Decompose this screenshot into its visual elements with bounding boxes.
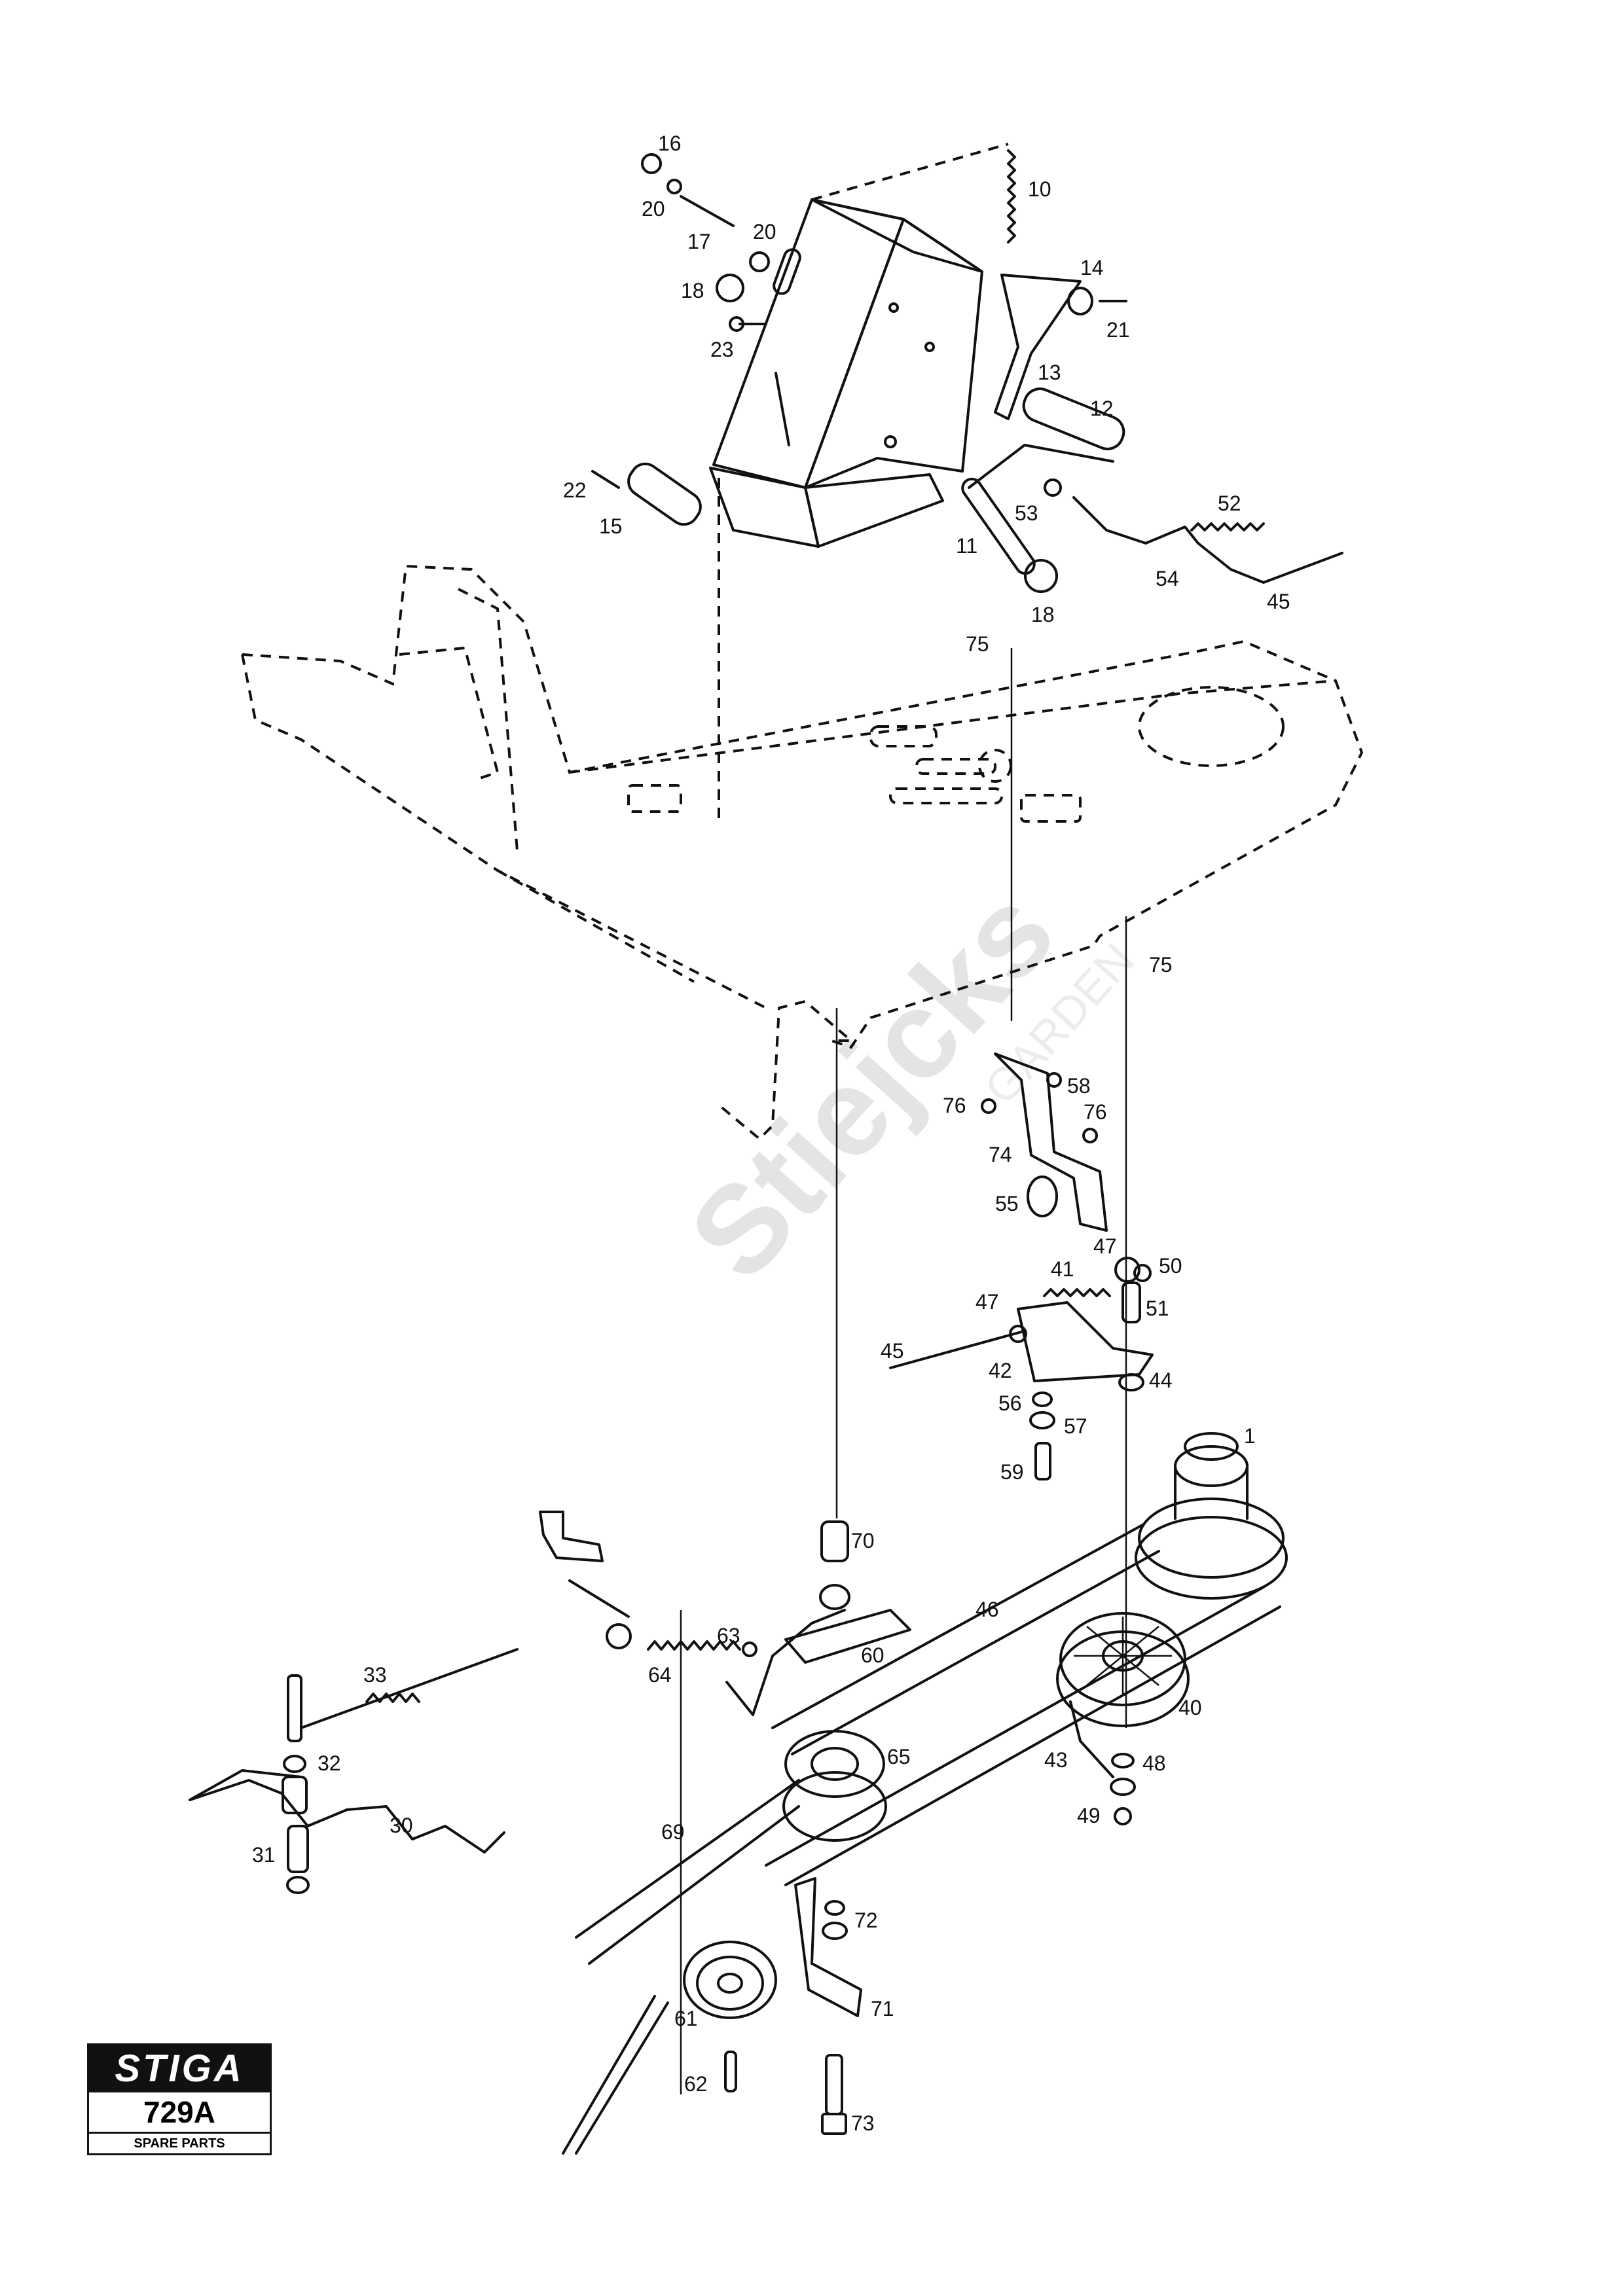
part-label-58: 58 [1067,1074,1091,1098]
pedal-arm [994,274,1127,420]
part-label-45b: 45 [881,1339,904,1363]
part-label-76b: 76 [1084,1100,1107,1124]
part-label-14: 14 [1080,256,1104,279]
part-label-76a: 76 [943,1094,966,1117]
stiga-logo-block: STIGA 729A SPARE PARTS [87,2043,272,2155]
part-label-62: 62 [684,2072,708,2096]
part-label-1: 1 [1244,1424,1256,1448]
part-label-18a: 18 [681,279,704,302]
part-label-56: 56 [998,1391,1022,1415]
part-label-40: 40 [1178,1696,1202,1719]
spring-64 [539,1511,741,1651]
part-label-17: 17 [687,230,711,253]
part-label-50: 50 [1159,1254,1182,1278]
drive-belts [562,1524,1281,2155]
part-labels: 16 20 17 20 18 23 10 14 21 13 12 22 15 1… [252,132,1290,2135]
spring-10 [1007,149,1016,243]
part-label-72: 72 [854,1909,878,1932]
part-label-12: 12 [1090,397,1114,420]
pulley-40 [1056,1612,1190,1727]
part-label-21: 21 [1106,318,1130,342]
part-label-75b: 75 [1149,953,1173,977]
part-label-54: 54 [1156,567,1179,590]
part-label-65: 65 [887,1745,911,1768]
part-label-49: 49 [1077,1804,1101,1827]
part-label-53: 53 [1015,501,1038,525]
part-label-43: 43 [1044,1748,1068,1772]
model-number: 729A [89,2092,270,2134]
part-label-32: 32 [318,1751,341,1775]
pulley-65 [782,1730,887,1842]
shaft-15 [591,462,702,526]
brand-logo: STIGA [89,2045,270,2092]
rod-11 [961,477,1058,593]
part-label-20b: 20 [753,220,776,243]
part-label-70: 70 [851,1529,875,1552]
part-label-18b: 18 [1031,603,1055,626]
part-label-16: 16 [658,132,682,155]
spring-52 [1190,522,1265,531]
tube-12-linkage [968,387,1343,584]
pulley-61 [683,1941,777,2092]
part-label-45a: 45 [1267,590,1290,613]
bracket-71 [794,1877,862,2135]
part-label-51: 51 [1146,1297,1169,1320]
part-label-47a: 47 [1093,1234,1117,1258]
part-label-52: 52 [1218,492,1241,515]
part-label-57: 57 [1064,1414,1087,1438]
plate-42 [889,1257,1154,1382]
bracket-74 [981,1052,1108,1232]
part-label-20a: 20 [642,197,665,221]
part-label-69: 69 [661,1820,685,1844]
part-label-15: 15 [599,514,623,538]
column-housing [709,143,1009,548]
spare-parts-caption: SPARE PARTS [134,2136,225,2151]
part-label-44: 44 [1149,1369,1173,1392]
part-label-63: 63 [717,1624,740,1647]
part-label-60: 60 [861,1643,884,1667]
tensioner-60 [725,1520,911,1716]
washer-stack [1029,1373,1144,1480]
part-label-48: 48 [1142,1751,1166,1775]
pulley-1 [1135,1432,1288,1600]
part-label-64: 64 [648,1663,672,1687]
chassis-frame [241,564,1364,1141]
part-label-23: 23 [710,338,734,361]
part-label-41: 41 [1051,1257,1074,1281]
part-label-22: 22 [563,478,587,502]
part-label-61: 61 [674,2007,698,2030]
part-label-30: 30 [390,1814,413,1837]
part-label-33: 33 [363,1663,387,1687]
part-label-46: 46 [976,1598,999,1621]
lever-30 [189,1648,519,1894]
part-label-42: 42 [989,1359,1012,1382]
arm-43 [1069,1700,1136,1825]
part-label-10: 10 [1028,177,1051,201]
part-label-75a: 75 [966,632,989,656]
part-label-55: 55 [995,1192,1019,1215]
bolt-parts-left [641,153,770,332]
part-label-74: 74 [989,1143,1012,1166]
part-label-47b: 47 [976,1290,999,1314]
part-label-13: 13 [1038,361,1061,384]
part-label-71: 71 [871,1997,894,2020]
part-label-11: 11 [956,534,977,558]
part-label-73: 73 [851,2111,875,2135]
part-label-59: 59 [1000,1460,1024,1484]
part-label-31: 31 [252,1843,276,1867]
